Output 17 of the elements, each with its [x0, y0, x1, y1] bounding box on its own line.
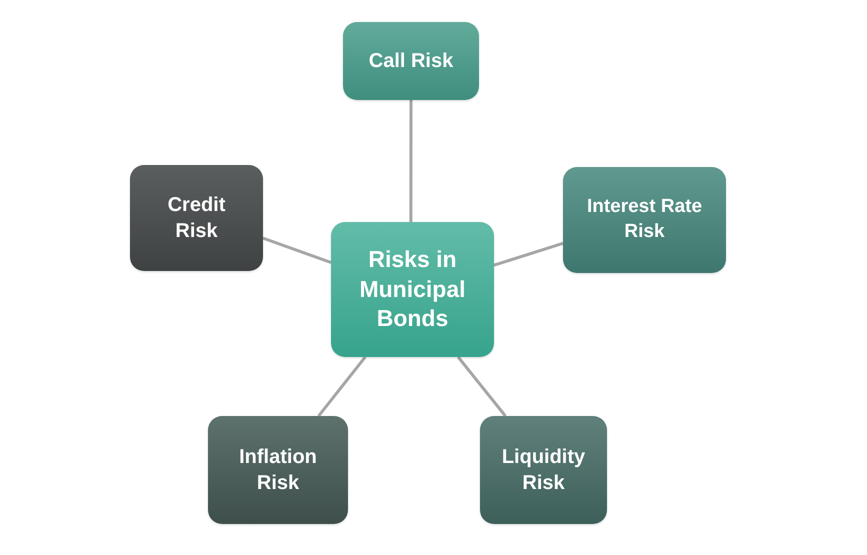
node-label: Liquidity Risk: [500, 445, 586, 496]
risk-box: [480, 416, 607, 524]
connector-line: [494, 242, 564, 267]
connector-line: [317, 356, 366, 417]
risk-box: [208, 416, 348, 524]
node-label: Inflation Risk: [238, 445, 318, 496]
risk-box: [343, 22, 479, 100]
connector-line: [409, 100, 412, 222]
risk-box: [130, 165, 263, 271]
risk-box: [563, 167, 726, 273]
node-label: Credit Risk: [166, 193, 226, 244]
node-label: Interest Rate Risk: [586, 195, 704, 244]
node-label: Call Risk: [368, 49, 454, 74]
connector-line: [262, 236, 332, 264]
node-label: Risks in Municipal Bonds: [358, 244, 467, 334]
risk-box: [331, 222, 494, 357]
connector-line: [456, 356, 507, 417]
